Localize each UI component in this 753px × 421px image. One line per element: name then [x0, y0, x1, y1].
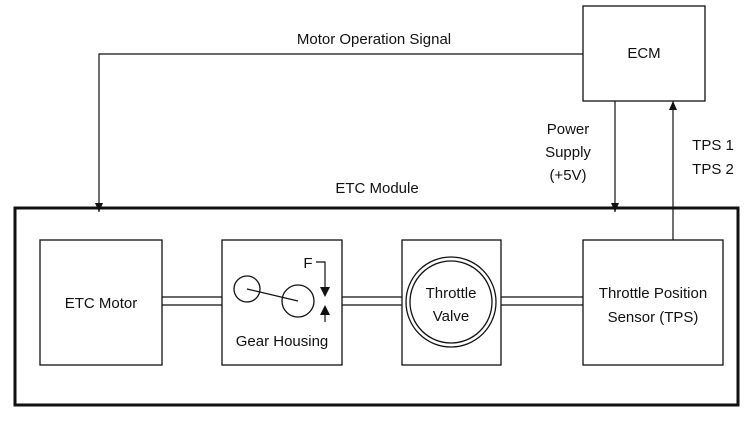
valve-tps-shaft	[501, 296, 583, 306]
tps2-label: TPS 2	[692, 161, 734, 178]
etc-motor-box	[39, 239, 163, 366]
ecm-box	[582, 5, 706, 102]
throttle-valve-bore-inner	[409, 260, 493, 344]
gear-housing-label: Gear Housing	[236, 333, 329, 350]
throttle-valve-label-2: Valve	[433, 308, 469, 325]
motor-gear-shaft	[162, 296, 222, 306]
etc-motor-label: ETC Motor	[65, 295, 138, 312]
power-supply-label-2: Supply	[545, 144, 591, 161]
etc-module-label: ETC Module	[335, 180, 418, 197]
motor-signal-label: Motor Operation Signal	[297, 31, 451, 48]
gear-link	[246, 288, 299, 302]
tps-box	[582, 239, 724, 366]
f-marker-label: F	[303, 255, 312, 272]
tps1-label: TPS 1	[692, 137, 734, 154]
gear-valve-shaft	[342, 296, 402, 306]
etc-module-box	[13, 206, 740, 407]
f-marker-arrow-down	[320, 287, 330, 297]
power-supply-label-1: Power	[547, 121, 590, 138]
throttle-valve-label-1: Throttle	[426, 285, 477, 302]
power-supply-label-3: (+5V)	[549, 167, 586, 184]
ecm-label: ECM	[627, 45, 660, 62]
tps-label-2: Sensor (TPS)	[608, 309, 699, 326]
f-marker-line	[316, 261, 326, 288]
f-marker-arrow-up	[320, 305, 330, 315]
tps-label-1: Throttle Position	[599, 285, 707, 302]
motor-signal-line	[95, 53, 583, 212]
